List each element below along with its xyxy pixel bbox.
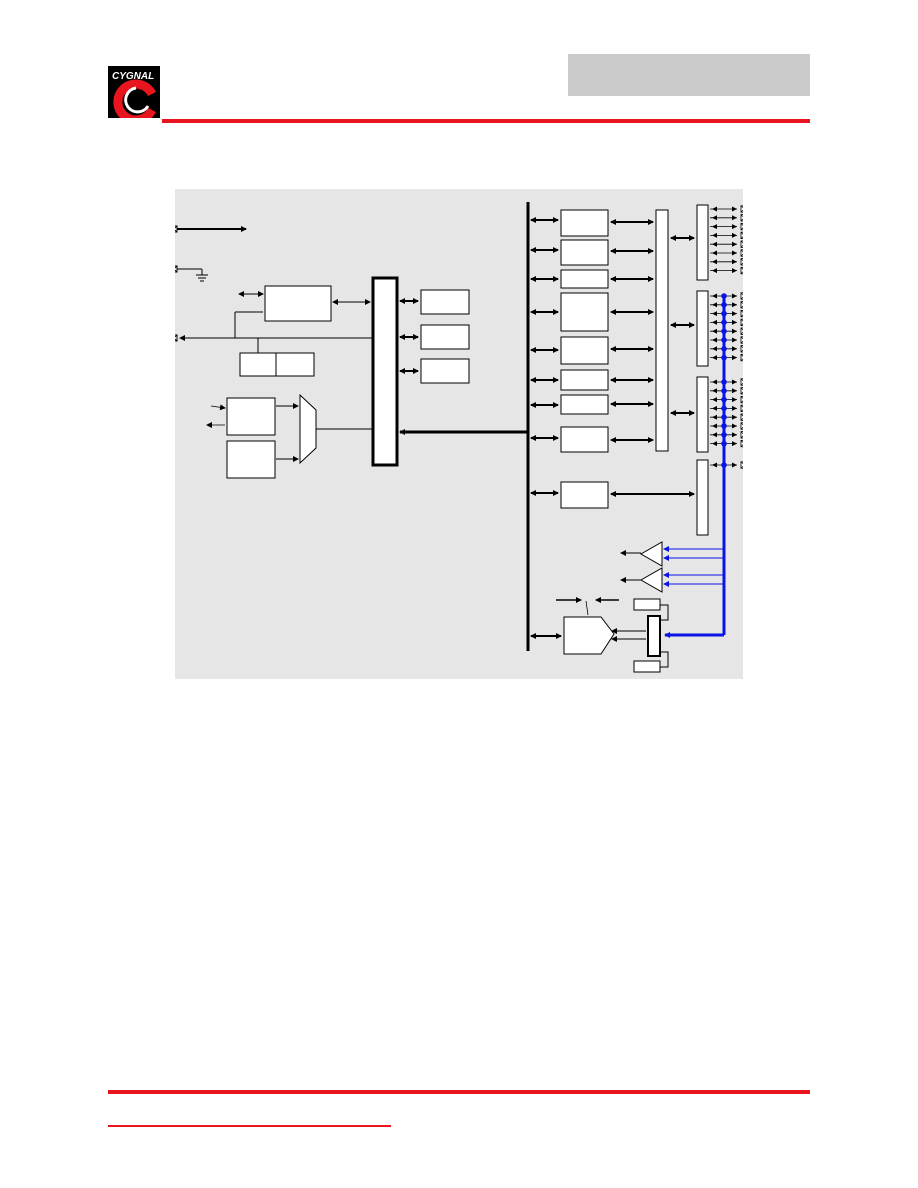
port-pin — [710, 404, 748, 413]
port-pin — [710, 309, 748, 318]
port-pin — [710, 413, 748, 421]
port-pin — [710, 214, 748, 222]
svg-text:CYGNAL: CYGNAL — [112, 71, 154, 82]
clock-mux — [206, 393, 372, 479]
upper-left-block — [234, 285, 371, 338]
port-pin — [710, 318, 748, 327]
port-pin — [710, 222, 748, 231]
port-pin — [710, 258, 748, 266]
port-pin — [710, 431, 748, 439]
bus-arrows — [530, 217, 562, 639]
port-pin — [710, 336, 748, 344]
footer-link-underline — [108, 1125, 391, 1127]
port-pin — [710, 461, 748, 469]
header-title-box — [568, 54, 810, 96]
port-pin — [710, 292, 748, 300]
port-pin — [710, 266, 748, 275]
analog-bus — [663, 296, 726, 638]
block-diagram-svg — [170, 202, 748, 673]
block-diagram — [170, 189, 748, 679]
peripheral-blocks — [560, 209, 609, 509]
crossbar — [655, 209, 669, 452]
port-pin — [710, 205, 748, 213]
port-pin — [710, 240, 748, 248]
port-pin — [710, 387, 748, 395]
cygnal-logo: CYGNAL — [108, 66, 160, 125]
adc-section — [556, 597, 669, 673]
left-pins — [170, 225, 372, 342]
port-columns — [670, 204, 709, 536]
port-pin — [710, 327, 748, 335]
comparators — [620, 541, 663, 593]
port-pin — [710, 378, 748, 386]
footer-rule — [108, 1090, 810, 1094]
port-pin — [710, 439, 748, 448]
header-rule — [162, 119, 810, 123]
port-pin — [710, 422, 748, 430]
port-pin — [710, 345, 748, 353]
port-pin — [710, 301, 748, 309]
split-box — [239, 338, 315, 377]
port-pins — [710, 205, 748, 469]
port-pin — [710, 249, 748, 257]
port-pin — [710, 395, 748, 404]
port-pin — [710, 353, 748, 362]
core-block — [371, 276, 528, 467]
port-pin — [710, 231, 748, 239]
crossbar-arrows — [610, 219, 695, 497]
